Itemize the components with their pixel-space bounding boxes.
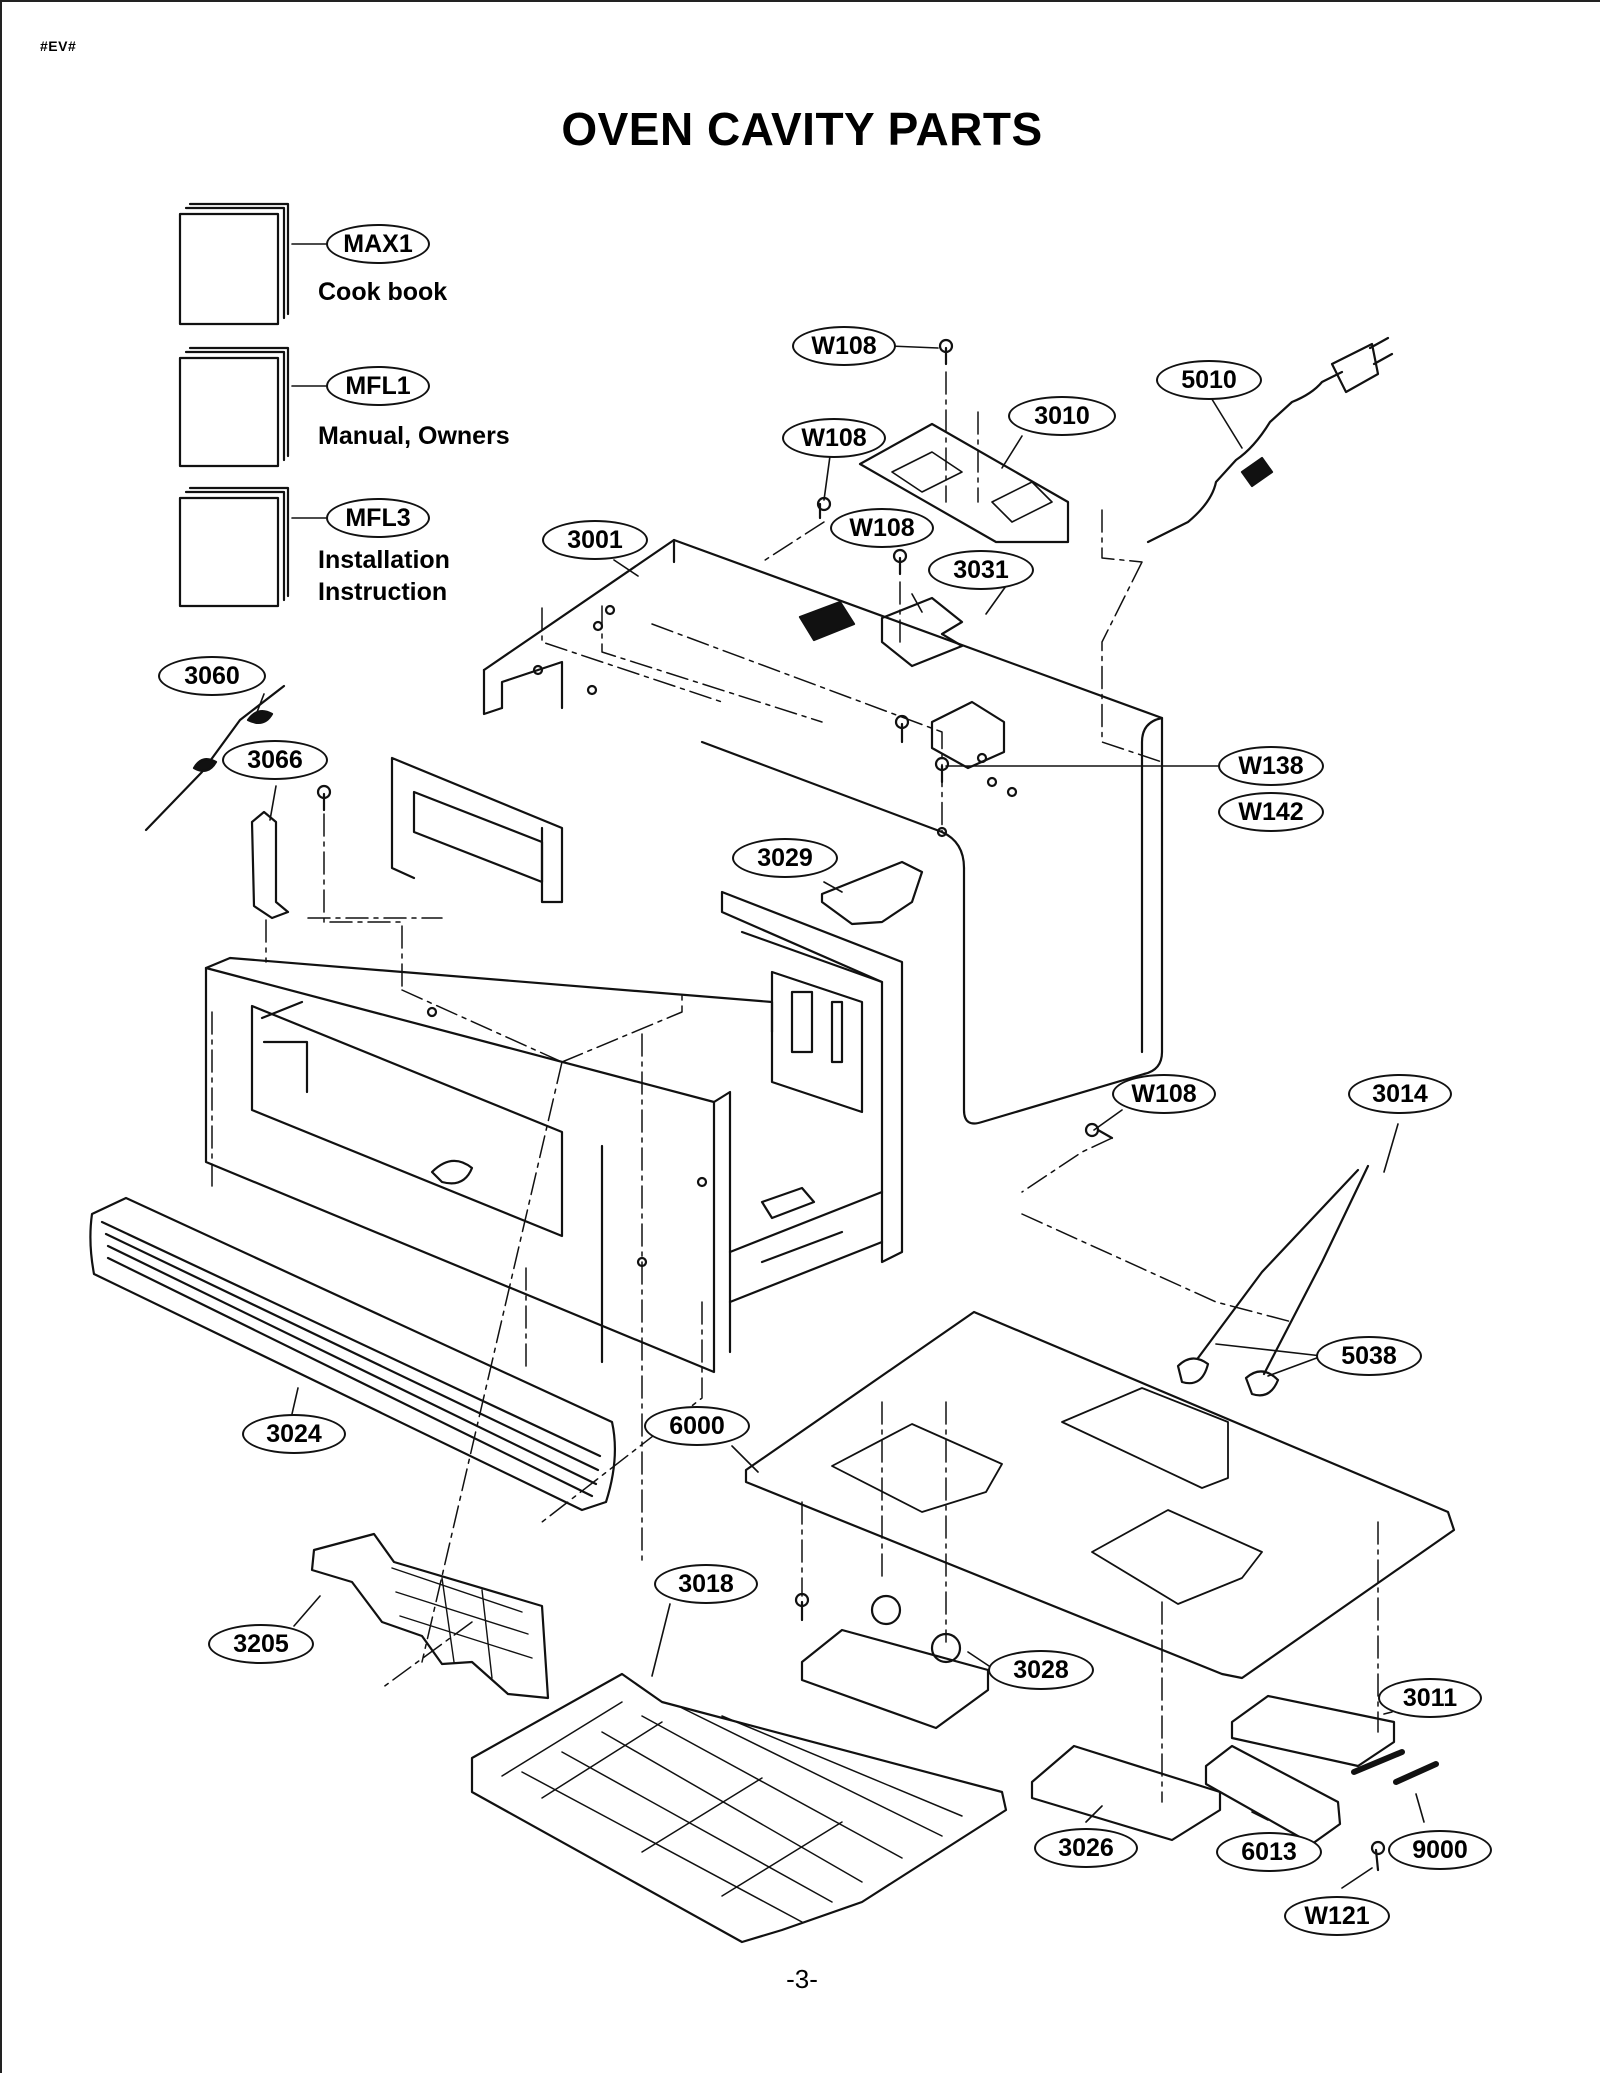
callout-w138: W138 <box>1218 746 1324 786</box>
callout-9000: 9000 <box>1388 1830 1492 1870</box>
fuse-3060-drawing <box>144 684 286 832</box>
callout-w108-mid: W108 <box>830 508 934 548</box>
callout-3026: 3026 <box>1034 1828 1138 1868</box>
power-cord-5010-drawing <box>1146 370 1344 544</box>
callout-3060: 3060 <box>158 656 266 696</box>
header-tag: #EV# <box>40 38 77 54</box>
callout-w142: W142 <box>1218 792 1324 832</box>
callout-w121: W121 <box>1284 1896 1390 1936</box>
top-plate-drawing <box>858 422 1070 544</box>
switch-bracket-drawing <box>930 700 1006 770</box>
lens-3011-drawing <box>1230 1694 1396 1768</box>
rack-3018-drawing <box>470 1672 1008 1944</box>
callout-w108-left: W108 <box>782 418 886 458</box>
callout-3029: 3029 <box>732 838 838 878</box>
callout-5038: 5038 <box>1316 1336 1422 1376</box>
callout-3205: 3205 <box>208 1624 314 1664</box>
callout-3010: 3010 <box>1008 396 1116 436</box>
bracket-3029-drawing <box>820 860 924 926</box>
callout-3031: 3031 <box>928 550 1034 590</box>
outer-cabinet-drawing <box>482 538 1164 1125</box>
book-desc-mfl1: Manual, Owners <box>318 422 510 450</box>
oven-cavity-drawing <box>204 756 904 1374</box>
filter-3026-drawing <box>1030 1744 1222 1842</box>
callout-3066: 3066 <box>222 740 328 780</box>
page-number: -3- <box>786 1964 818 1994</box>
book-icon-mfl1 <box>178 346 290 468</box>
callout-6000: 6000 <box>644 1406 750 1446</box>
callout-6013: 6013 <box>1216 1832 1322 1872</box>
book-icon-max1 <box>178 202 290 326</box>
base-plate-6000-drawing <box>744 1310 1456 1680</box>
callout-3018: 3018 <box>654 1564 758 1604</box>
callout-w108-right: W108 <box>1112 1074 1216 1114</box>
assembly-guide-lines <box>211 371 1379 1803</box>
lamp-bulb-drawing <box>870 1594 902 1626</box>
callout-3001: 3001 <box>542 520 648 560</box>
callout-leader-lines <box>253 243 1425 1889</box>
filter-3028-drawing <box>800 1628 990 1730</box>
callout-mfl3: MFL3 <box>326 498 430 538</box>
callout-mfl1: MFL1 <box>326 366 430 406</box>
callout-3011: 3011 <box>1378 1678 1482 1718</box>
lamp-holder-6013-drawing <box>1204 1744 1342 1846</box>
wire-harness-3014-drawing <box>1196 1164 1370 1376</box>
page-title: OVEN CAVITY PARTS <box>561 103 1043 155</box>
callout-3028: 3028 <box>988 1650 1094 1690</box>
callout-3014: 3014 <box>1348 1074 1452 1114</box>
bracket-3066-drawing <box>250 810 290 920</box>
bracket-3031-drawing <box>880 596 964 668</box>
callout-5010: 5010 <box>1156 360 1262 400</box>
callout-3024: 3024 <box>242 1414 346 1454</box>
book-desc-max1: Cook book <box>318 278 448 306</box>
mesh-3205-drawing <box>310 1532 550 1700</box>
callout-max1: MAX1 <box>326 224 430 264</box>
book-icon-mfl3 <box>178 486 290 608</box>
front-grille-drawing <box>89 1196 616 1512</box>
lamp-socket-5038-drawing <box>1176 1357 1280 1397</box>
callout-w108-top: W108 <box>792 326 896 366</box>
